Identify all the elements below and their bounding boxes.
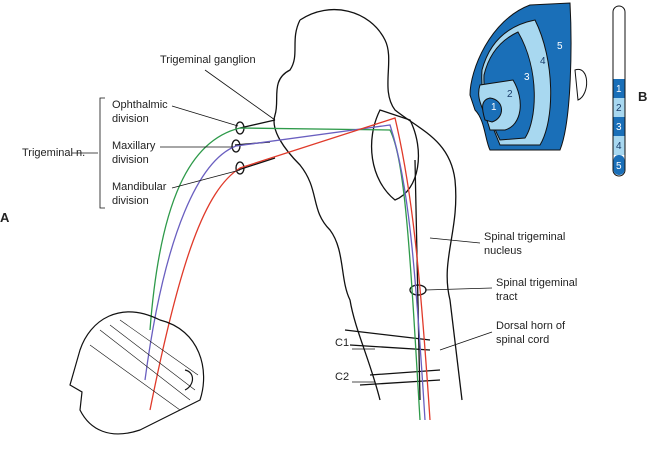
- face-zone-1: 1: [491, 102, 497, 113]
- scale-bar: 1 2 3 4 5: [612, 5, 626, 177]
- scale-2: 2: [616, 103, 622, 114]
- scale-4: 4: [616, 141, 622, 152]
- panel-label-a: A: [0, 210, 10, 225]
- panel-label-b: B: [638, 89, 648, 104]
- scale-5: 5: [616, 161, 622, 172]
- mandibular-pathway: [149, 117, 431, 421]
- face-zone-2: 2: [507, 89, 513, 100]
- label-trigeminal-nerve: Trigeminal n.: [22, 147, 86, 159]
- label-c1: C1: [335, 337, 350, 349]
- dermatome-face: 1 2 3 4 5: [469, 2, 588, 151]
- scale-1: 1: [616, 84, 622, 95]
- leader-lines: [72, 69, 493, 383]
- maxillary-pathway: [144, 124, 426, 421]
- face-zone-4: 4: [540, 56, 546, 67]
- face-zone-5: 5: [557, 41, 563, 52]
- ophthalmic-pathway: [149, 127, 421, 421]
- brainstem-outline: [231, 8, 463, 401]
- label-c2: C2: [335, 371, 350, 383]
- head-sketch: [69, 311, 205, 435]
- face-zone-3: 3: [524, 72, 530, 83]
- scale-3: 3: [616, 122, 622, 133]
- label-trigeminal-ganglion: Trigeminal ganglion: [160, 54, 256, 66]
